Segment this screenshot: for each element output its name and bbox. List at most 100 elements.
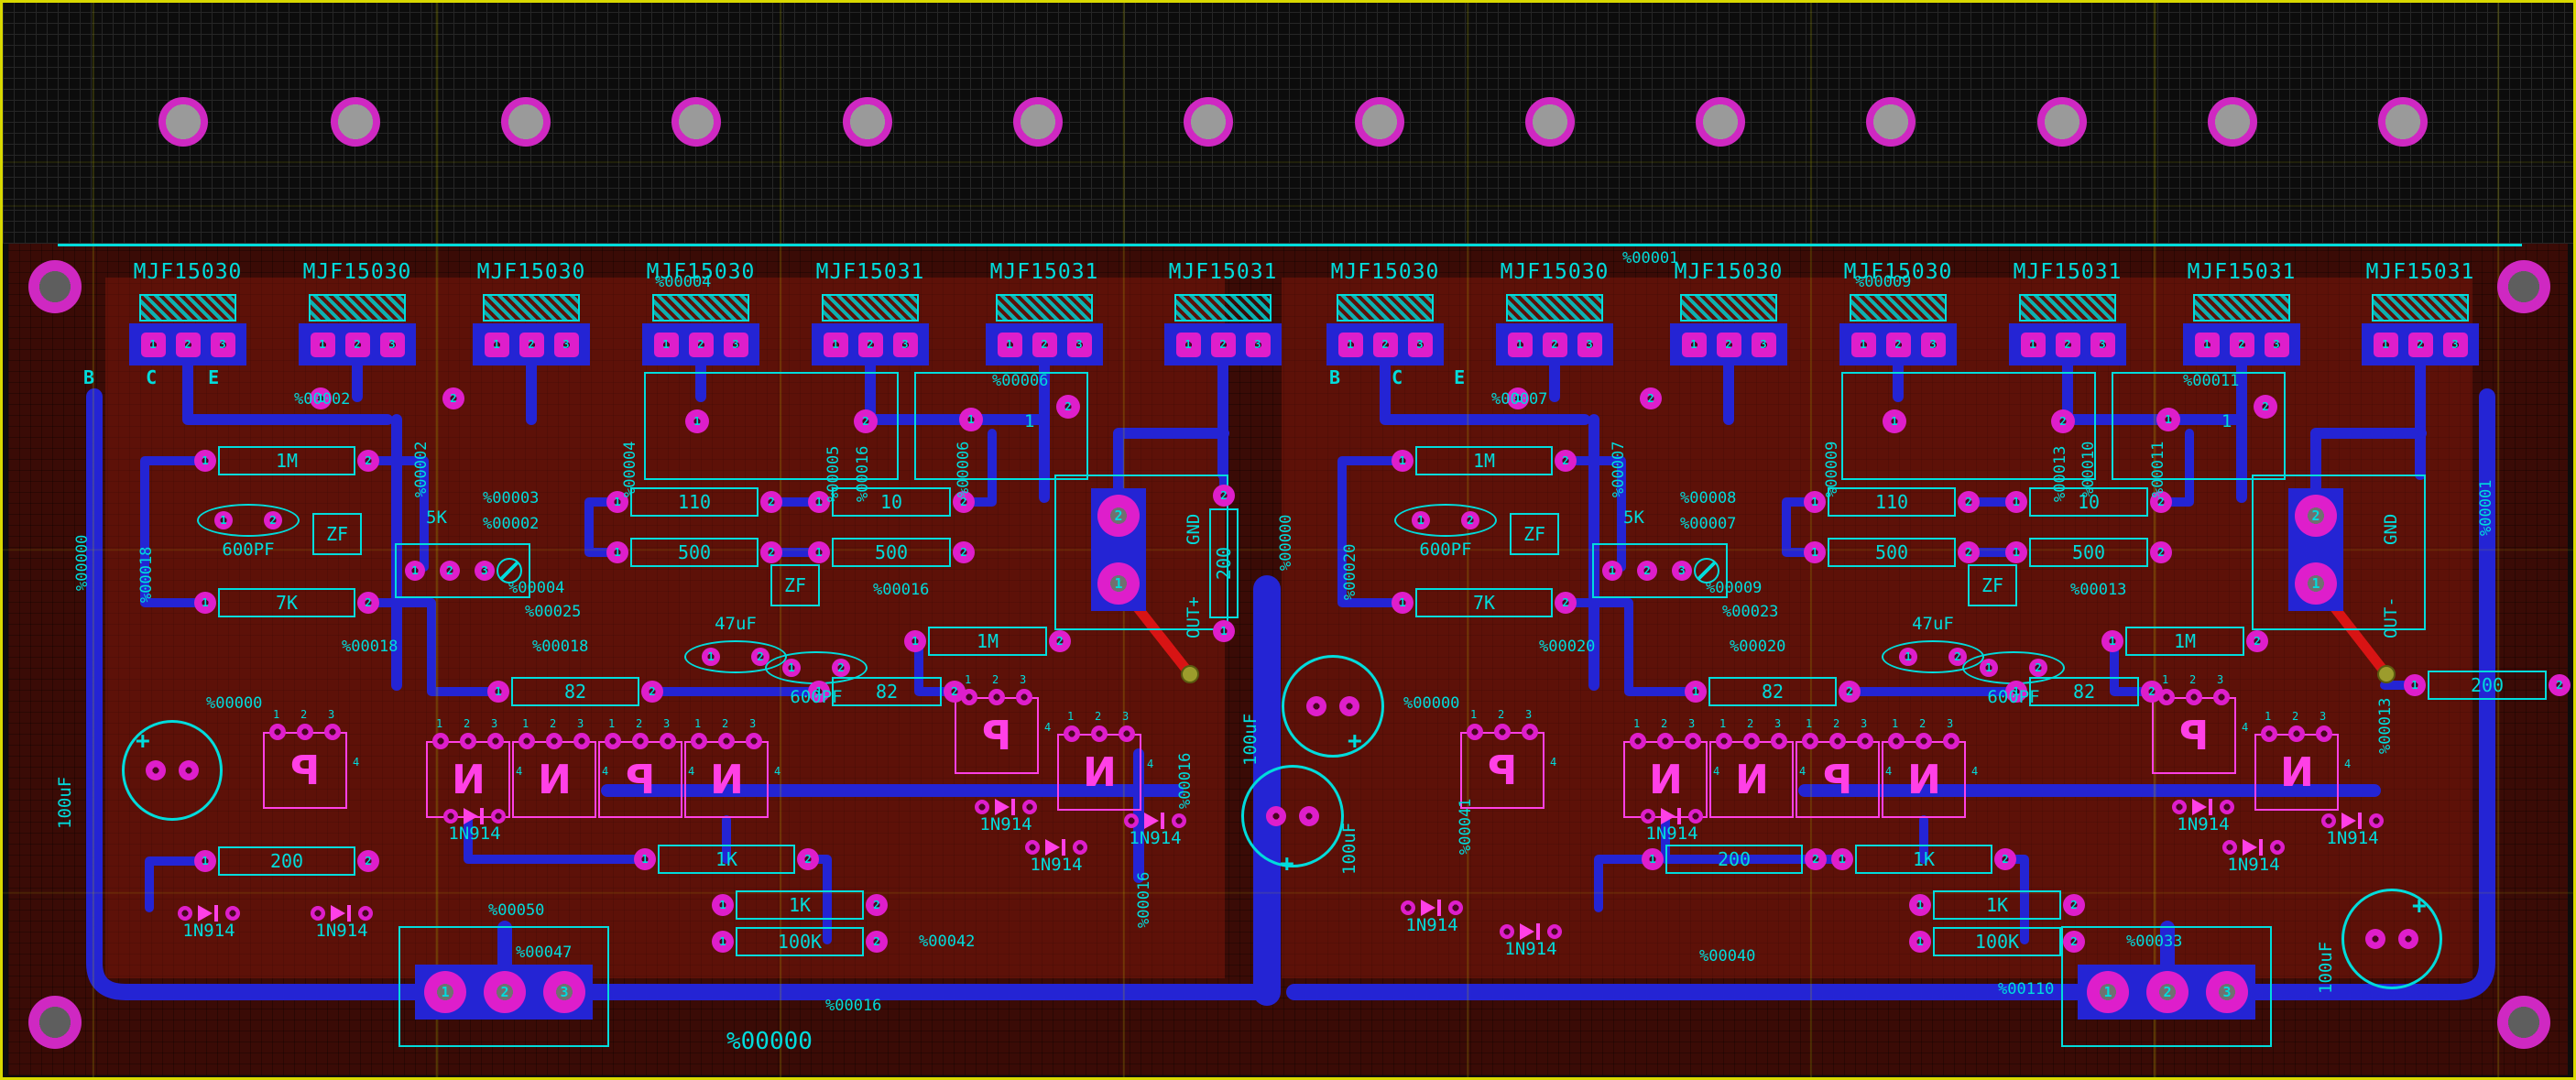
capacitor-pad[interactable]: 2: [751, 648, 770, 666]
connector-pad[interactable]: 2: [2407, 332, 2433, 357]
resistor-1M[interactable]: 1M: [928, 627, 1047, 656]
resistor-1M[interactable]: 1M: [218, 446, 355, 475]
net-label[interactable]: %00042: [919, 933, 976, 951]
connector-pad[interactable]: 3: [1066, 332, 1092, 357]
transistor-footprint[interactable]: N: [426, 741, 510, 818]
transistor-pad[interactable]: [1657, 733, 1674, 749]
resistor-7K[interactable]: 7K: [1415, 588, 1553, 617]
transistor-pad[interactable]: [1119, 725, 1135, 742]
resistor-pad[interactable]: 1: [1213, 620, 1235, 642]
transistor-pad[interactable]: [961, 689, 977, 705]
net-label[interactable]: %00002: [412, 441, 431, 497]
resistor-pad[interactable]: 2: [760, 541, 782, 563]
transistor-pad[interactable]: [1467, 724, 1483, 740]
connector-pad[interactable]: 3: [892, 332, 918, 357]
transistor-label-13[interactable]: MJF15031: [2365, 260, 2475, 284]
transistor-label-9[interactable]: MJF15030: [1674, 260, 1784, 284]
trimmer-pad[interactable]: 3: [475, 561, 495, 581]
net-label[interactable]: %00023: [1722, 603, 1779, 621]
terminal-pad[interactable]: 1: [2295, 562, 2337, 605]
connector-pad[interactable]: 2: [518, 332, 544, 357]
drill-pad[interactable]: [1525, 97, 1575, 147]
net-label[interactable]: %00016: [1176, 752, 1195, 809]
transistor-label-12[interactable]: MJF15031: [2187, 260, 2297, 284]
resistor-pad[interactable]: 1: [904, 630, 926, 652]
connector-pad[interactable]: 3: [2442, 332, 2468, 357]
zf-box[interactable]: ZF: [1510, 513, 1559, 555]
transistor-label-1[interactable]: MJF15030: [302, 260, 412, 284]
mounting-hole[interactable]: [2497, 260, 2550, 313]
capacitor-value[interactable]: 100uF: [1240, 713, 1261, 766]
resistor-500[interactable]: 500: [2029, 538, 2148, 567]
trimmer-wiper[interactable]: [497, 558, 522, 584]
capacitor-pad[interactable]: 2: [1461, 511, 1479, 529]
net-label[interactable]: %00006: [955, 441, 973, 497]
transistor-label-8[interactable]: MJF15030: [1500, 260, 1610, 284]
resistor-pad[interactable]: 1: [1909, 894, 1931, 916]
net-label[interactable]: %00004: [508, 579, 565, 597]
transistor-footprint[interactable]: P: [2152, 697, 2236, 774]
diode-value[interactable]: 1N914: [1030, 855, 1083, 875]
capacitor-value[interactable]: 600PF: [790, 687, 843, 707]
net-label[interactable]: %00040: [1699, 947, 1756, 965]
diode-pad[interactable]: [1124, 813, 1139, 828]
trimmer-pad[interactable]: 2: [440, 561, 460, 581]
transistor-pad[interactable]: [269, 724, 286, 740]
net-label[interactable]: %00000: [726, 1028, 813, 1055]
resistor-pad[interactable]: 1: [634, 848, 656, 870]
net-label[interactable]: %00016: [825, 997, 882, 1015]
diode-value[interactable]: 1N914: [1504, 939, 1557, 959]
capacitor-pad[interactable]: 1: [1412, 511, 1430, 529]
transistor-pad[interactable]: [1943, 733, 1959, 749]
capacitor-pad[interactable]: 2: [832, 659, 850, 677]
transistor-pad[interactable]: [1630, 733, 1646, 749]
drill-pad[interactable]: [2208, 97, 2257, 147]
terminal-outline[interactable]: [398, 926, 609, 1047]
capacitor-body[interactable]: [2341, 889, 2442, 989]
capacitor-body[interactable]: [1394, 504, 1497, 537]
resistor-7K[interactable]: 7K: [218, 588, 355, 617]
connector-pad[interactable]: 3: [553, 332, 579, 357]
resistor-110[interactable]: 110: [1828, 487, 1956, 517]
copper-trace[interactable]: [584, 497, 619, 557]
transistor-pad[interactable]: [605, 733, 621, 749]
diode-anode[interactable]: [331, 905, 345, 922]
mounting-hole[interactable]: [28, 996, 82, 1049]
connector-pad[interactable]: 3: [1245, 332, 1271, 357]
diode-anode[interactable]: [464, 808, 478, 824]
transistor-pad[interactable]: [1829, 733, 1846, 749]
copper-trace[interactable]: [145, 856, 210, 912]
transistor-label-2[interactable]: MJF15030: [476, 260, 586, 284]
transistor-pad[interactable]: [2186, 689, 2202, 705]
drill-pad[interactable]: [843, 97, 892, 147]
transistor-label-4[interactable]: MJF15031: [815, 260, 925, 284]
connector-pad[interactable]: 2: [2229, 332, 2254, 357]
capacitor-pad[interactable]: [2365, 929, 2385, 949]
resistor-pad[interactable]: 2: [2063, 894, 2085, 916]
diode-pad[interactable]: [1022, 800, 1037, 814]
net-label[interactable]: %00011: [2183, 372, 2240, 390]
component-pad[interactable]: 2: [1056, 395, 1080, 419]
resistor-110[interactable]: 110: [630, 487, 759, 517]
capacitor-body[interactable]: [1962, 651, 2065, 684]
diode-pad[interactable]: [2222, 840, 2237, 855]
net-label[interactable]: %00016: [873, 581, 930, 599]
capacitor-body[interactable]: [122, 720, 223, 821]
connector-pad[interactable]: 2: [1210, 332, 1236, 357]
resistor-pad[interactable]: 2: [1049, 630, 1071, 652]
diode-value[interactable]: 1N914: [2326, 828, 2379, 848]
diode-pad[interactable]: [178, 906, 192, 921]
terminal-pad[interactable]: 2: [2295, 495, 2337, 537]
diode-pad[interactable]: [2369, 813, 2384, 828]
terminal-pad[interactable]: 2: [2146, 971, 2189, 1013]
resistor-100K[interactable]: 100K: [736, 927, 864, 956]
transistor-pad[interactable]: [1685, 733, 1701, 749]
capacitor-body[interactable]: [197, 504, 300, 537]
trimmer-body[interactable]: [1592, 543, 1728, 598]
component-pad[interactable]: 2: [2051, 409, 2075, 433]
drill-pad[interactable]: [1184, 97, 1233, 147]
resistor-pad[interactable]: 1: [1804, 541, 1826, 563]
net-label[interactable]: %00000: [1277, 514, 1295, 571]
transistor-pad[interactable]: [518, 733, 535, 749]
diode-pad[interactable]: [1688, 809, 1703, 824]
